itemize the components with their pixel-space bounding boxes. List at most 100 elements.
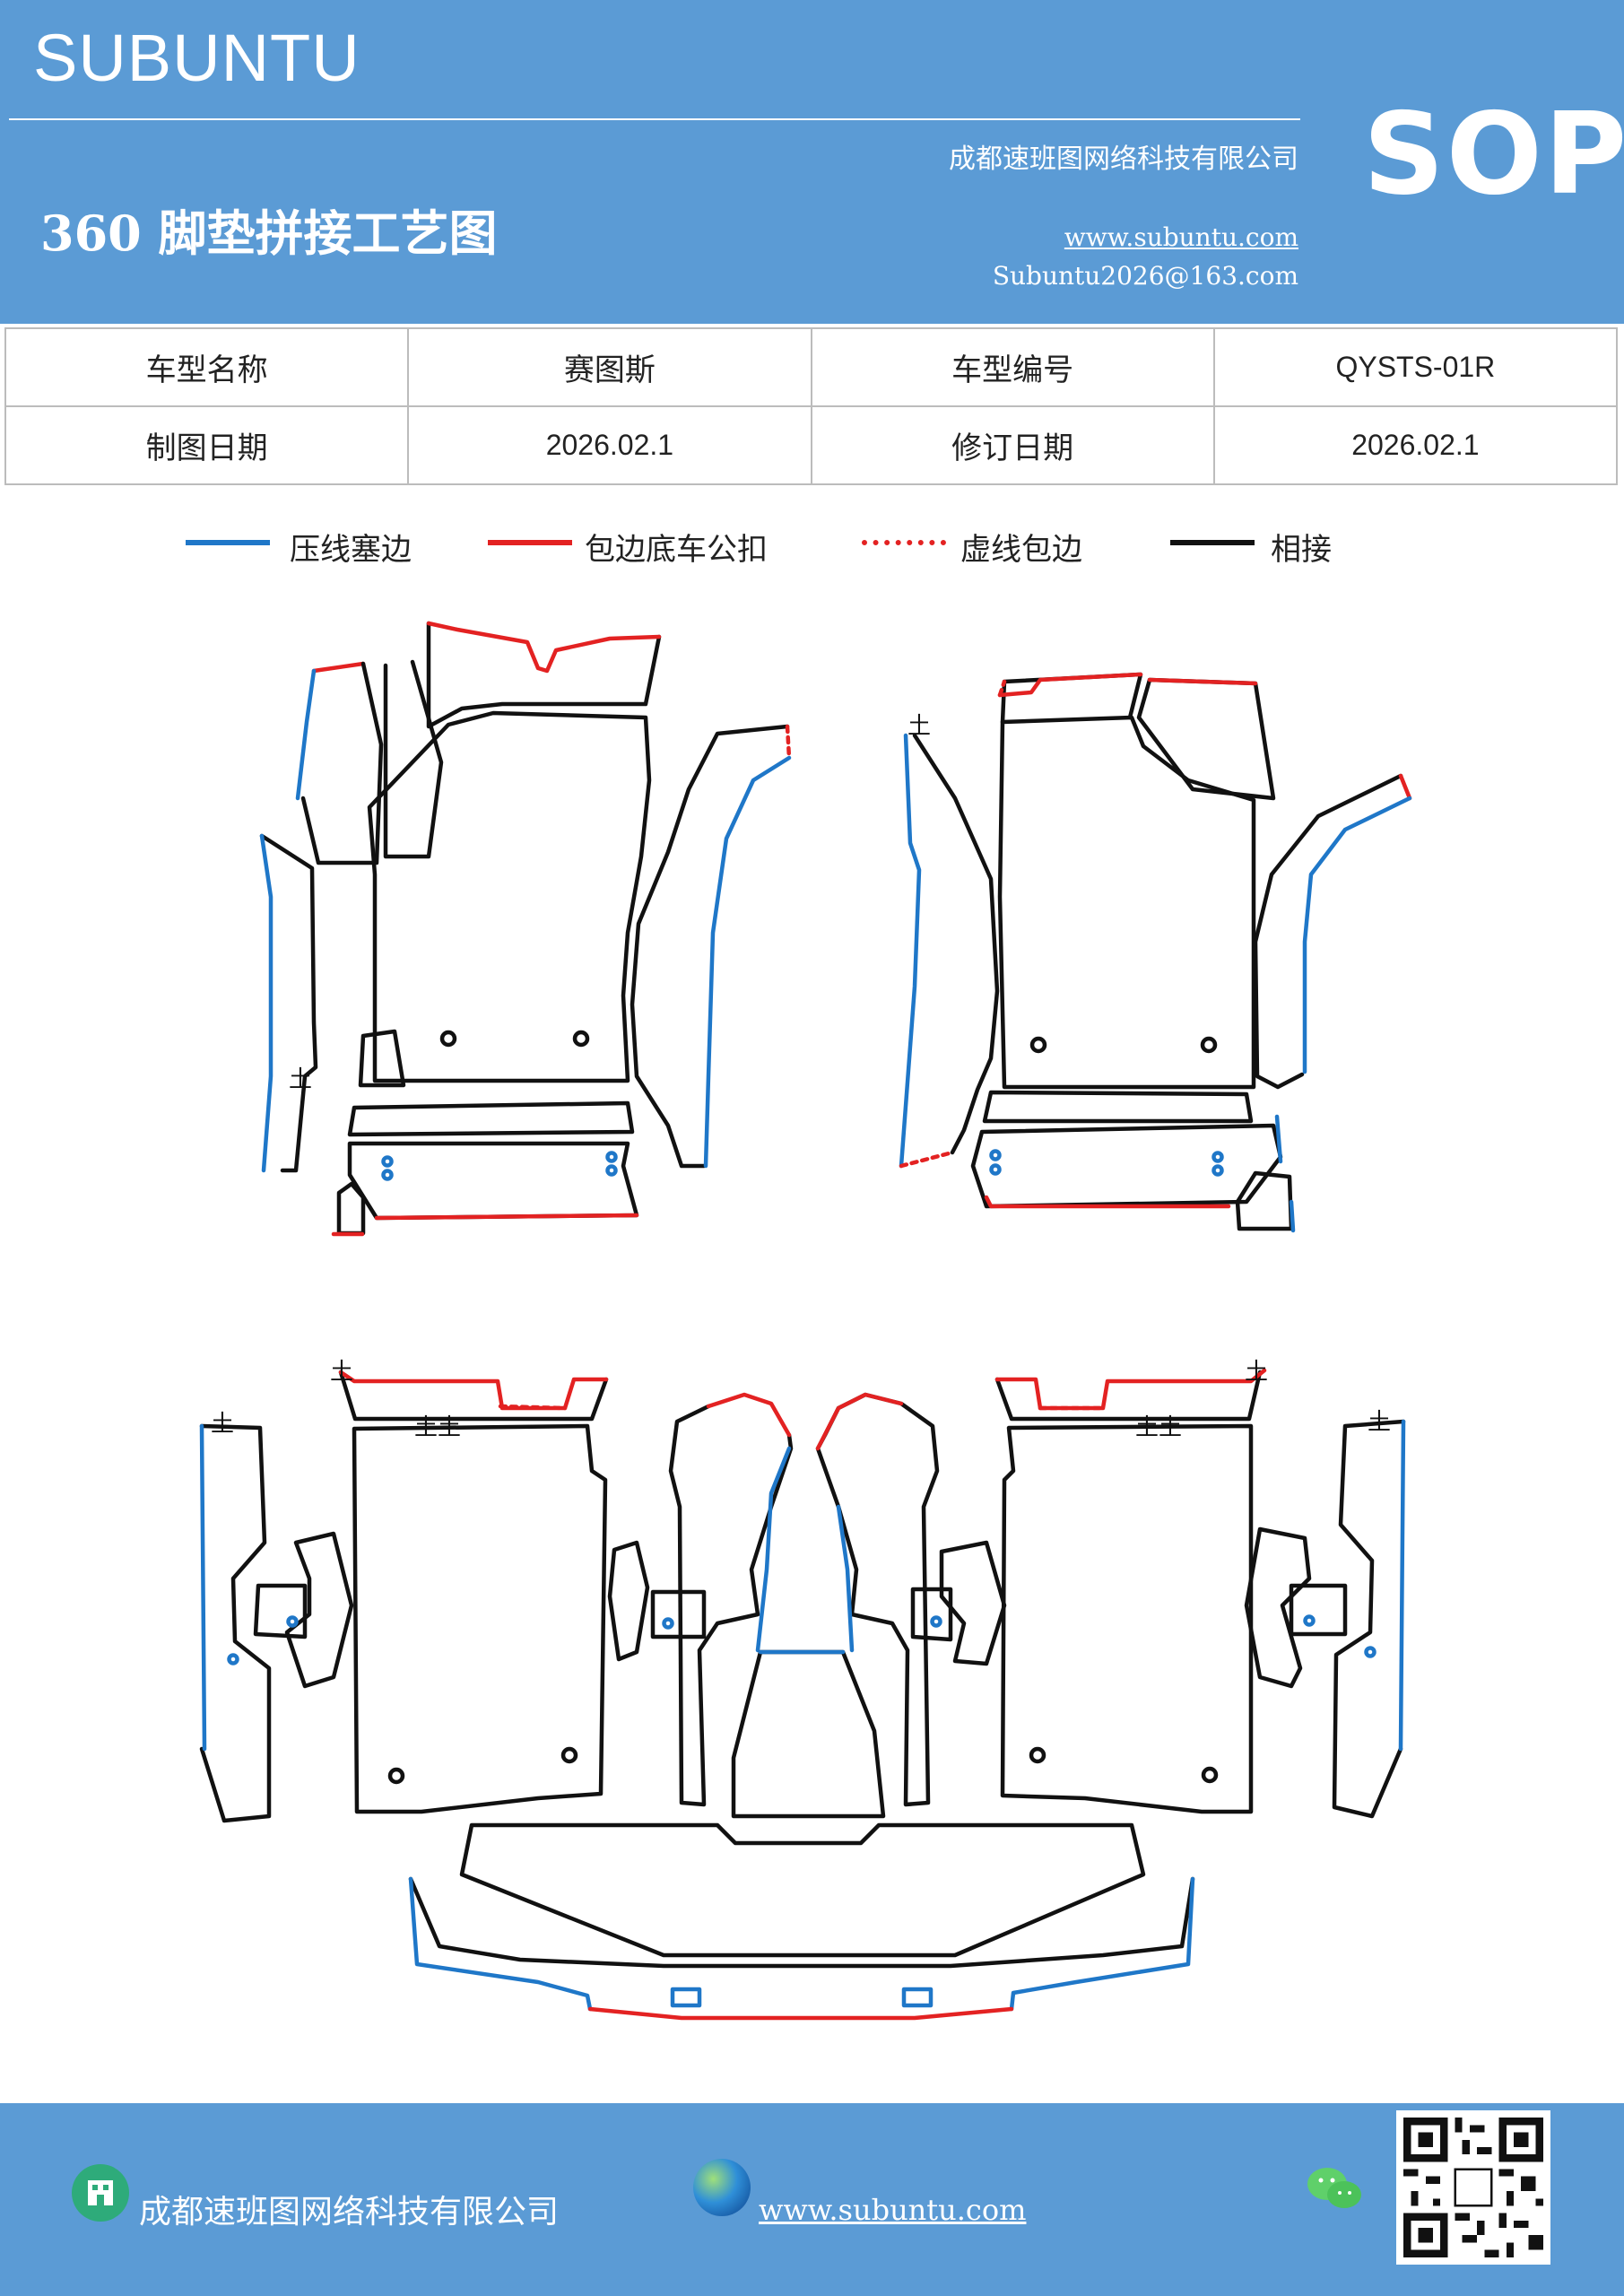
mat-piece [650, 1589, 707, 1639]
clip-dot [381, 1169, 394, 1181]
mat-piece [259, 833, 318, 1173]
mat-edge-red [815, 1392, 904, 1451]
mat-edge-blue [1274, 1114, 1283, 1164]
fastener-hole [1201, 1766, 1219, 1784]
mat-piece [1000, 672, 1143, 725]
mat-piece [338, 1370, 609, 1422]
legend-swatch-blue [186, 540, 270, 545]
legend-label: 压线塞边 [290, 532, 412, 568]
mat-piece [1289, 1583, 1348, 1637]
wechat-icon[interactable] [1305, 2164, 1364, 2214]
fastener-hole [1029, 1036, 1047, 1054]
model-name-value: 赛图斯 [407, 327, 812, 407]
fastener-hole [1200, 1036, 1218, 1054]
document-title: 360 脚垫拼接工艺图 [40, 204, 498, 262]
mat-piece [939, 1540, 1007, 1666]
mat-edge-red [997, 679, 1007, 698]
mat-edge-red [785, 724, 792, 761]
header-website-link[interactable]: www.subuntu.com [1064, 222, 1298, 252]
qr-code [1396, 2110, 1550, 2265]
mat-edge-blue [755, 1446, 792, 1653]
revise-date-label: 修订日期 [810, 405, 1215, 485]
mat-piece [670, 1987, 702, 2008]
mat-edge-red [311, 661, 366, 674]
vehicle-info-table: 车型名称 赛图斯 车型编号 QYSTS-01R 制图日期 2026.02.1 修… [4, 327, 1619, 485]
rear-mat-group: 土 土土 土 土 土土 [199, 1359, 1406, 2021]
model-name-label: 车型名称 [4, 327, 410, 407]
mat-edge-blue [259, 833, 274, 1173]
mat-edge-blue [199, 1423, 207, 1752]
clip-dot [286, 1615, 299, 1628]
mat-edge-blue [1009, 1876, 1195, 2012]
mat-piece [1136, 677, 1276, 801]
clip-dot [1211, 1164, 1224, 1177]
mat-edge-blue [1302, 796, 1412, 1074]
clip-dot [1303, 1614, 1316, 1627]
mat-piece [901, 1987, 934, 2008]
fastener-hole [387, 1767, 405, 1785]
page-footer: 成都速班图网络科技有限公司 www.subuntu.com [0, 2103, 1624, 2296]
legend-swatch-black [1170, 540, 1255, 545]
mat-piece [630, 724, 790, 1169]
mat-edge-blue [836, 1504, 855, 1653]
clip-dot [605, 1164, 618, 1177]
mat-edge-blue [703, 755, 792, 1169]
svg-text:土土: 土土 [414, 1414, 461, 1441]
svg-text:土: 土 [211, 1411, 234, 1438]
model-code-label: 车型编号 [810, 327, 1215, 407]
svg-text:土土: 土土 [1135, 1414, 1182, 1441]
mat-piece [994, 1370, 1263, 1422]
mat-piece [336, 1181, 366, 1236]
mat-piece [731, 1649, 886, 1819]
mat-piece [426, 621, 662, 729]
fastener-hole [572, 1030, 590, 1048]
legend-swatch-red-dotted [862, 540, 946, 545]
mat-edge-red [338, 1370, 609, 1411]
mat-piece [199, 1423, 272, 1823]
front-right-mat-group: 土 [899, 672, 1412, 1233]
clip-dot [1364, 1646, 1376, 1658]
clip-dot [1211, 1151, 1224, 1163]
mat-piece [367, 710, 652, 1083]
footer-company-name: 成都速班图网络科技有限公司 [139, 2194, 560, 2231]
mat-piece [910, 1587, 953, 1642]
mat-piece [1000, 1423, 1254, 1814]
mat-piece [1244, 1526, 1312, 1689]
mat-edge-red [426, 621, 662, 674]
legend-label: 相接 [1271, 532, 1332, 568]
clip-dot [381, 1155, 394, 1168]
mat-piece [253, 1583, 308, 1639]
mat-edge-red [1147, 677, 1258, 686]
legend-label: 虚线包边 [960, 532, 1082, 568]
header-email[interactable]: Subuntu2026@163.com [992, 261, 1298, 291]
globe-icon [693, 2159, 751, 2216]
clip-dot [662, 1617, 674, 1630]
footer-website-link[interactable]: www.subuntu.com [759, 2193, 1027, 2227]
mat-edge-red [899, 1150, 955, 1169]
mat-edge-red [994, 1368, 1267, 1411]
mat-piece [459, 1822, 1146, 1958]
mat-piece [970, 1123, 1283, 1209]
table-row: 制图日期 2026.02.1 修订日期 2026.02.1 [4, 405, 1619, 485]
mat-piece [997, 715, 1256, 1090]
mat-edge-red [587, 2006, 1014, 2021]
mat-piece [352, 1423, 608, 1814]
header-divider [9, 118, 1300, 120]
model-code-value: QYSTS-01R [1212, 327, 1619, 407]
mat-piece [607, 1540, 650, 1662]
mat-piece [383, 659, 444, 859]
mat-piece [912, 733, 1000, 1155]
fastener-hole [439, 1030, 457, 1048]
fastener-hole [1029, 1746, 1046, 1764]
svg-text:土: 土 [1245, 1359, 1268, 1386]
mat-piece [668, 1404, 794, 1807]
mat-edge-red [498, 1404, 568, 1411]
clip-dot [989, 1163, 1002, 1176]
front-left-mat-group: 土 [259, 621, 792, 1237]
mat-edge-blue [899, 733, 922, 1169]
mat-edge-red [984, 1195, 1231, 1209]
brand-logo-text: SUBUNTU [33, 21, 360, 95]
mat-edge-red [1398, 773, 1412, 801]
svg-text:土: 土 [908, 713, 931, 740]
sop-badge: SOP [1363, 88, 1624, 220]
